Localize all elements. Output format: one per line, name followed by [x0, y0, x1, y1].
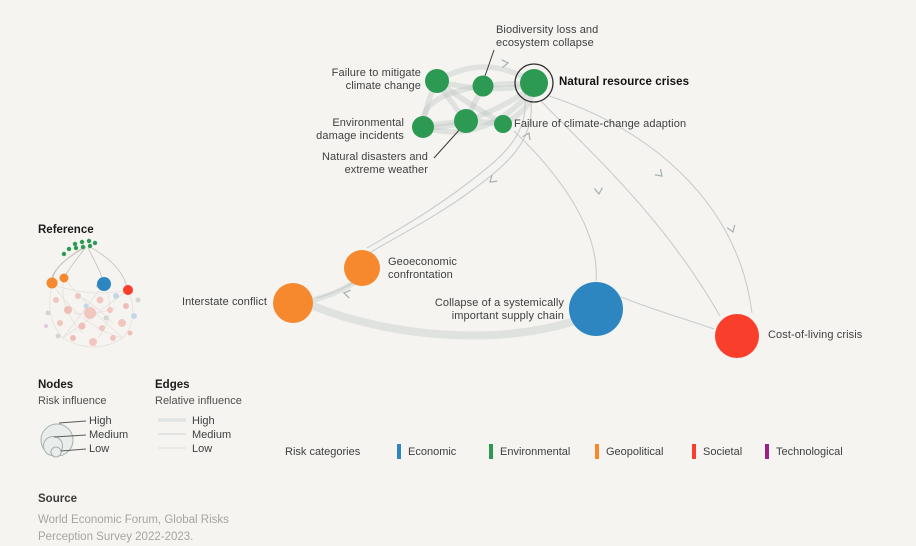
reference-map[interactable] — [38, 238, 148, 350]
edges-level-high: High — [192, 415, 215, 427]
category-label: Environmental — [500, 445, 571, 458]
category-geopolitical: Geopolitical — [595, 444, 663, 459]
nodes-level-high: High — [89, 415, 112, 427]
size-circle-low — [50, 446, 62, 458]
label-line: Cost-of-living crisis — [768, 329, 863, 341]
source-line-1: World Economic Forum, Global Risks — [38, 514, 229, 526]
ref-node-geoeconomic — [59, 273, 69, 283]
label-line: Geoeconomic — [388, 256, 457, 268]
label-line: Failure of climate-change adaption — [514, 118, 687, 130]
edge-weight-legend — [158, 418, 186, 449]
edges-legend-subtitle: Relative influence — [155, 395, 242, 407]
edges-legend-title: Edges — [155, 379, 190, 391]
node-natural-disasters-extreme-weather[interactable] — [454, 109, 478, 133]
reference-title: Reference — [38, 224, 94, 236]
environmental-color-swatch — [489, 444, 493, 459]
node-failure-of-climate-change-adaption[interactable] — [494, 115, 512, 133]
selection-ring — [514, 63, 554, 103]
category-technological: Technological — [765, 444, 843, 459]
label-line: Failure to mitigate — [331, 67, 421, 79]
node-failure-to-mitigate-climate-change[interactable] — [425, 69, 449, 93]
category-economic: Economic — [397, 444, 456, 459]
label-interstate-conflict: Interstate conflict — [182, 296, 267, 309]
leader-lines — [433, 49, 495, 159]
node-cost-of-living-crisis[interactable] — [715, 314, 759, 358]
reference-highlight-nodes — [46, 273, 133, 295]
label-line: important supply chain — [451, 309, 564, 322]
risk-categories-label: Risk categories — [285, 446, 361, 458]
edges-level-medium: Medium — [192, 429, 232, 441]
category-label: Technological — [776, 445, 843, 458]
reference-green-cluster — [61, 238, 98, 257]
tick-medium — [53, 434, 87, 438]
geopolitical-color-swatch — [595, 444, 599, 459]
label-line: climate change — [345, 79, 421, 92]
label-line: Collapse of a systemically — [434, 297, 564, 309]
ref-node-cost-of-living — [123, 285, 133, 295]
category-label: Societal — [703, 445, 743, 458]
label-supply-chain-collapse: Collapse of a systemically important sup… — [435, 297, 564, 322]
nodes-level-medium: Medium — [89, 429, 129, 441]
category-societal: Societal — [692, 444, 742, 459]
edges-level-low: Low — [192, 443, 213, 455]
node-size-legend — [40, 420, 87, 458]
label-natural-disasters: Natural disasters and extreme weather — [322, 151, 428, 176]
ref-node-interstate — [46, 277, 58, 289]
node-supply-chain-collapse[interactable] — [569, 282, 623, 336]
label-line: Natural resource crises — [559, 76, 690, 88]
node-environmental-damage-incidents[interactable] — [412, 116, 434, 138]
label-geoeconomic-confrontation: Geoeconomic confrontation — [388, 256, 457, 281]
source-title: Source — [38, 493, 77, 505]
label-failure-to-mitigate: Failure to mitigate climate change — [332, 67, 421, 92]
label-cost-of-living-crisis: Cost-of-living crisis — [768, 329, 862, 342]
nodes-legend-title: Nodes — [38, 379, 74, 391]
source-line-2: Perception Survey 2022-2023. — [38, 531, 194, 543]
label-line: Environmental — [332, 117, 404, 129]
tick-high — [58, 420, 87, 424]
node-natural-resource-crises[interactable] — [520, 69, 548, 97]
label-natural-resource-crises: Natural resource crises — [559, 76, 689, 89]
technological-color-swatch — [765, 444, 769, 459]
category-label: Geopolitical — [606, 445, 664, 458]
category-environmental: Environmental — [489, 444, 570, 459]
node-geoeconomic-confrontation[interactable] — [344, 250, 380, 286]
node-interstate-conflict[interactable] — [273, 283, 313, 323]
label-line: Natural disasters and — [321, 151, 428, 163]
societal-color-swatch — [692, 444, 696, 459]
label-line: damage incidents — [316, 129, 404, 142]
label-line: Biodiversity loss and — [496, 24, 599, 36]
label-biodiversity-loss: Biodiversity loss and ecosystem collapse — [496, 24, 598, 49]
edges — [316, 95, 753, 330]
economic-color-swatch — [397, 444, 401, 459]
label-line: confrontation — [388, 268, 453, 281]
nodes-layer — [273, 63, 759, 358]
label-line: Interstate conflict — [181, 296, 267, 308]
ref-node-supply-chain — [97, 277, 111, 291]
label-line: extreme weather — [344, 163, 428, 176]
category-label: Economic — [408, 445, 457, 458]
tick-low — [60, 448, 87, 452]
nodes-legend-subtitle: Risk influence — [38, 395, 107, 407]
label-climate-change-adaption: Failure of climate-change adaption — [514, 118, 686, 131]
label-line: ecosystem collapse — [496, 36, 594, 49]
label-environmental-damage: Environmental damage incidents — [316, 117, 404, 142]
reference-faded-nodes — [44, 284, 141, 346]
nodes-level-low: Low — [89, 443, 110, 455]
node-biodiversity-loss[interactable] — [472, 75, 494, 97]
edge-arrows — [342, 59, 736, 299]
